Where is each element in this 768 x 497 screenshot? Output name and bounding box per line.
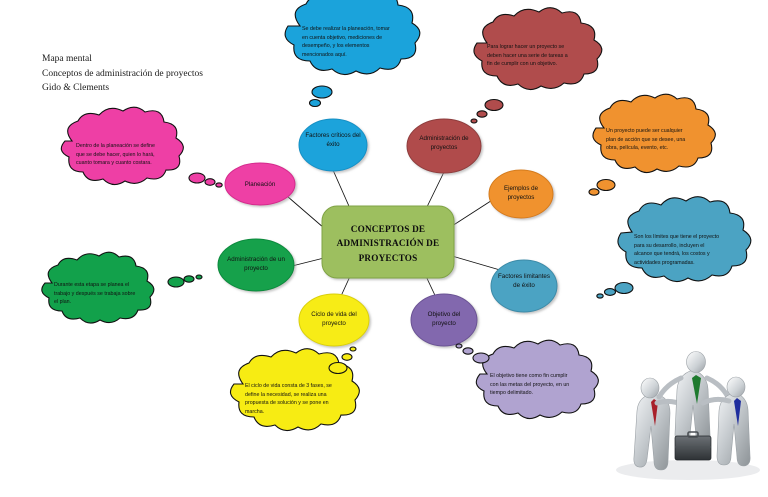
bubble-planeacion xyxy=(60,106,223,188)
bubble-text-ciclo-vida: El ciclo de vida consta de 3 fases, se d… xyxy=(245,383,332,415)
bubble-text-administracion-proyectos: Para lograr hacer un proyecto se deben h… xyxy=(487,44,568,68)
node-administracion-de-proyectos[interactable] xyxy=(406,118,482,174)
bubble-text-planeacion-detalle: Se debe realizar la planeación, tomar en… xyxy=(302,26,390,58)
bubble-ejemplos-proyectos xyxy=(588,93,716,196)
briefcase-icon xyxy=(674,431,712,461)
bubble-text-ejemplos-proyectos: Un proyecto puede ser cualquier plan de … xyxy=(606,128,686,152)
center-label-line-1: CONCEPTOS DE xyxy=(350,224,426,234)
center-label-line-2: ADMINISTRACIÓN DE xyxy=(336,238,440,249)
bubble-objetivo-proyecto xyxy=(455,339,599,420)
page-title: Mapa mental Conceptos de administración … xyxy=(42,52,302,96)
bubble-text-planeacion: Dentro de la planeación se define que se… xyxy=(76,143,155,167)
center-label-line-3: PROYECTOS xyxy=(358,252,418,263)
branch-nodes xyxy=(217,118,558,347)
title-line-1: Mapa mental xyxy=(42,54,92,64)
bubble-text-administracion-un-proyecto: Durante esta etapa se planea el trabajo … xyxy=(54,282,136,306)
bubble-administracion-proyectos xyxy=(470,7,603,124)
bubble-administracion-un-proyecto xyxy=(41,251,203,324)
node-planeacion[interactable] xyxy=(224,162,296,206)
center-node-label: CONCEPTOS DE ADMINISTRACIÓN DE PROYECTOS xyxy=(322,222,454,265)
node-ciclo-de-vida-del-proyecto[interactable] xyxy=(298,293,370,347)
bubble-text-objetivo-proyecto: El objetivo tiene como fin cumplir con l… xyxy=(490,373,570,397)
center-node[interactable] xyxy=(321,205,455,279)
title-line-3: Gido & Clements xyxy=(42,83,110,94)
node-administracion-de-un-proyecto[interactable] xyxy=(217,238,295,292)
bubble-factores-limitantes xyxy=(596,196,752,299)
node-factores-criticos-del-exito[interactable] xyxy=(298,118,368,172)
node-objetivo-del-proyecto[interactable] xyxy=(410,293,478,347)
bubble-planeacion-detalle xyxy=(284,0,421,108)
node-factores-limitantes-de-exito[interactable] xyxy=(490,259,558,313)
bubble-ciclo-vida xyxy=(229,346,360,432)
teamwork-figures-illustration xyxy=(616,351,760,480)
bubble-text-factores-limitantes: Son los límites que tiene el proyecto pa… xyxy=(634,234,720,266)
node-ejemplos-de-proyectos[interactable] xyxy=(488,169,554,219)
title-line-2: Conceptos de administración de proyectos xyxy=(42,68,203,79)
